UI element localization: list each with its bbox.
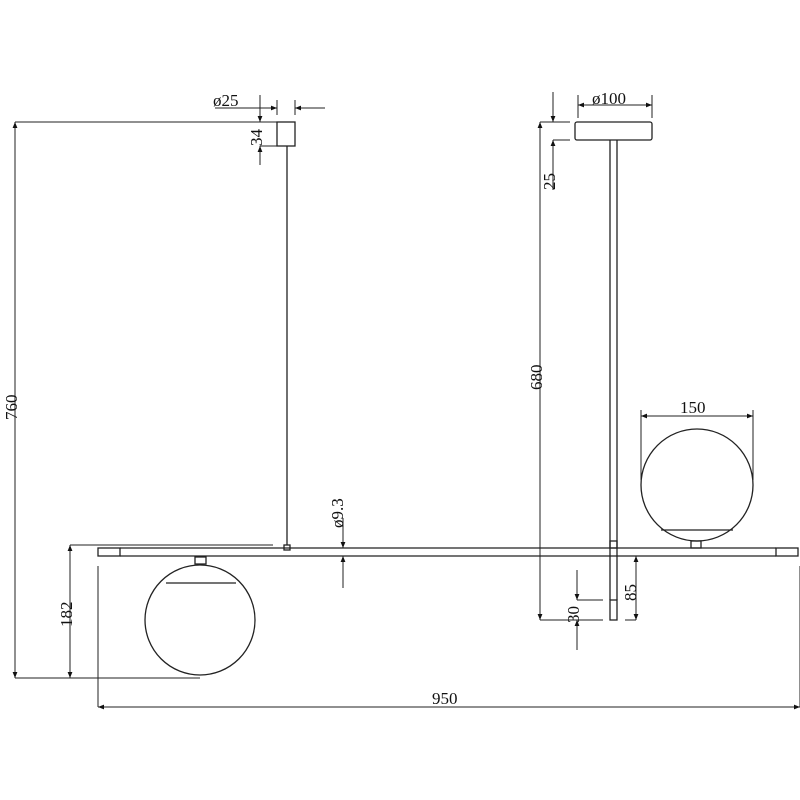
dimension-lines — [12, 92, 800, 710]
right-end-cap — [775, 547, 799, 557]
left-globe-holder — [194, 556, 207, 565]
label-left-canopy-diameter: ø25 — [213, 91, 239, 110]
label-rod-below-bar: 85 — [621, 584, 640, 601]
lamp-body — [97, 121, 799, 676]
label-bar-diameter: ø9.3 — [328, 498, 347, 528]
left-end-cap — [97, 547, 121, 557]
label-globe-diameter: 150 — [680, 398, 706, 417]
left-globe — [144, 564, 256, 676]
label-total-width: 950 — [432, 689, 458, 708]
rod-end — [609, 599, 618, 621]
rod-joint — [609, 540, 618, 549]
right-globe-holder — [690, 540, 702, 549]
right-globe — [640, 428, 754, 542]
label-right-canopy-height: 25 — [540, 173, 559, 190]
right-canopy — [574, 121, 653, 141]
label-rod-end-length: 30 — [564, 606, 583, 623]
label-left-canopy-height: 34 — [247, 129, 266, 147]
left-canopy — [276, 121, 296, 147]
label-right-canopy-diameter: ø100 — [592, 89, 626, 108]
label-rod-length: 680 — [527, 365, 546, 391]
label-bar-to-globe-bottom: 182 — [57, 602, 76, 628]
label-total-height: 760 — [2, 395, 21, 421]
